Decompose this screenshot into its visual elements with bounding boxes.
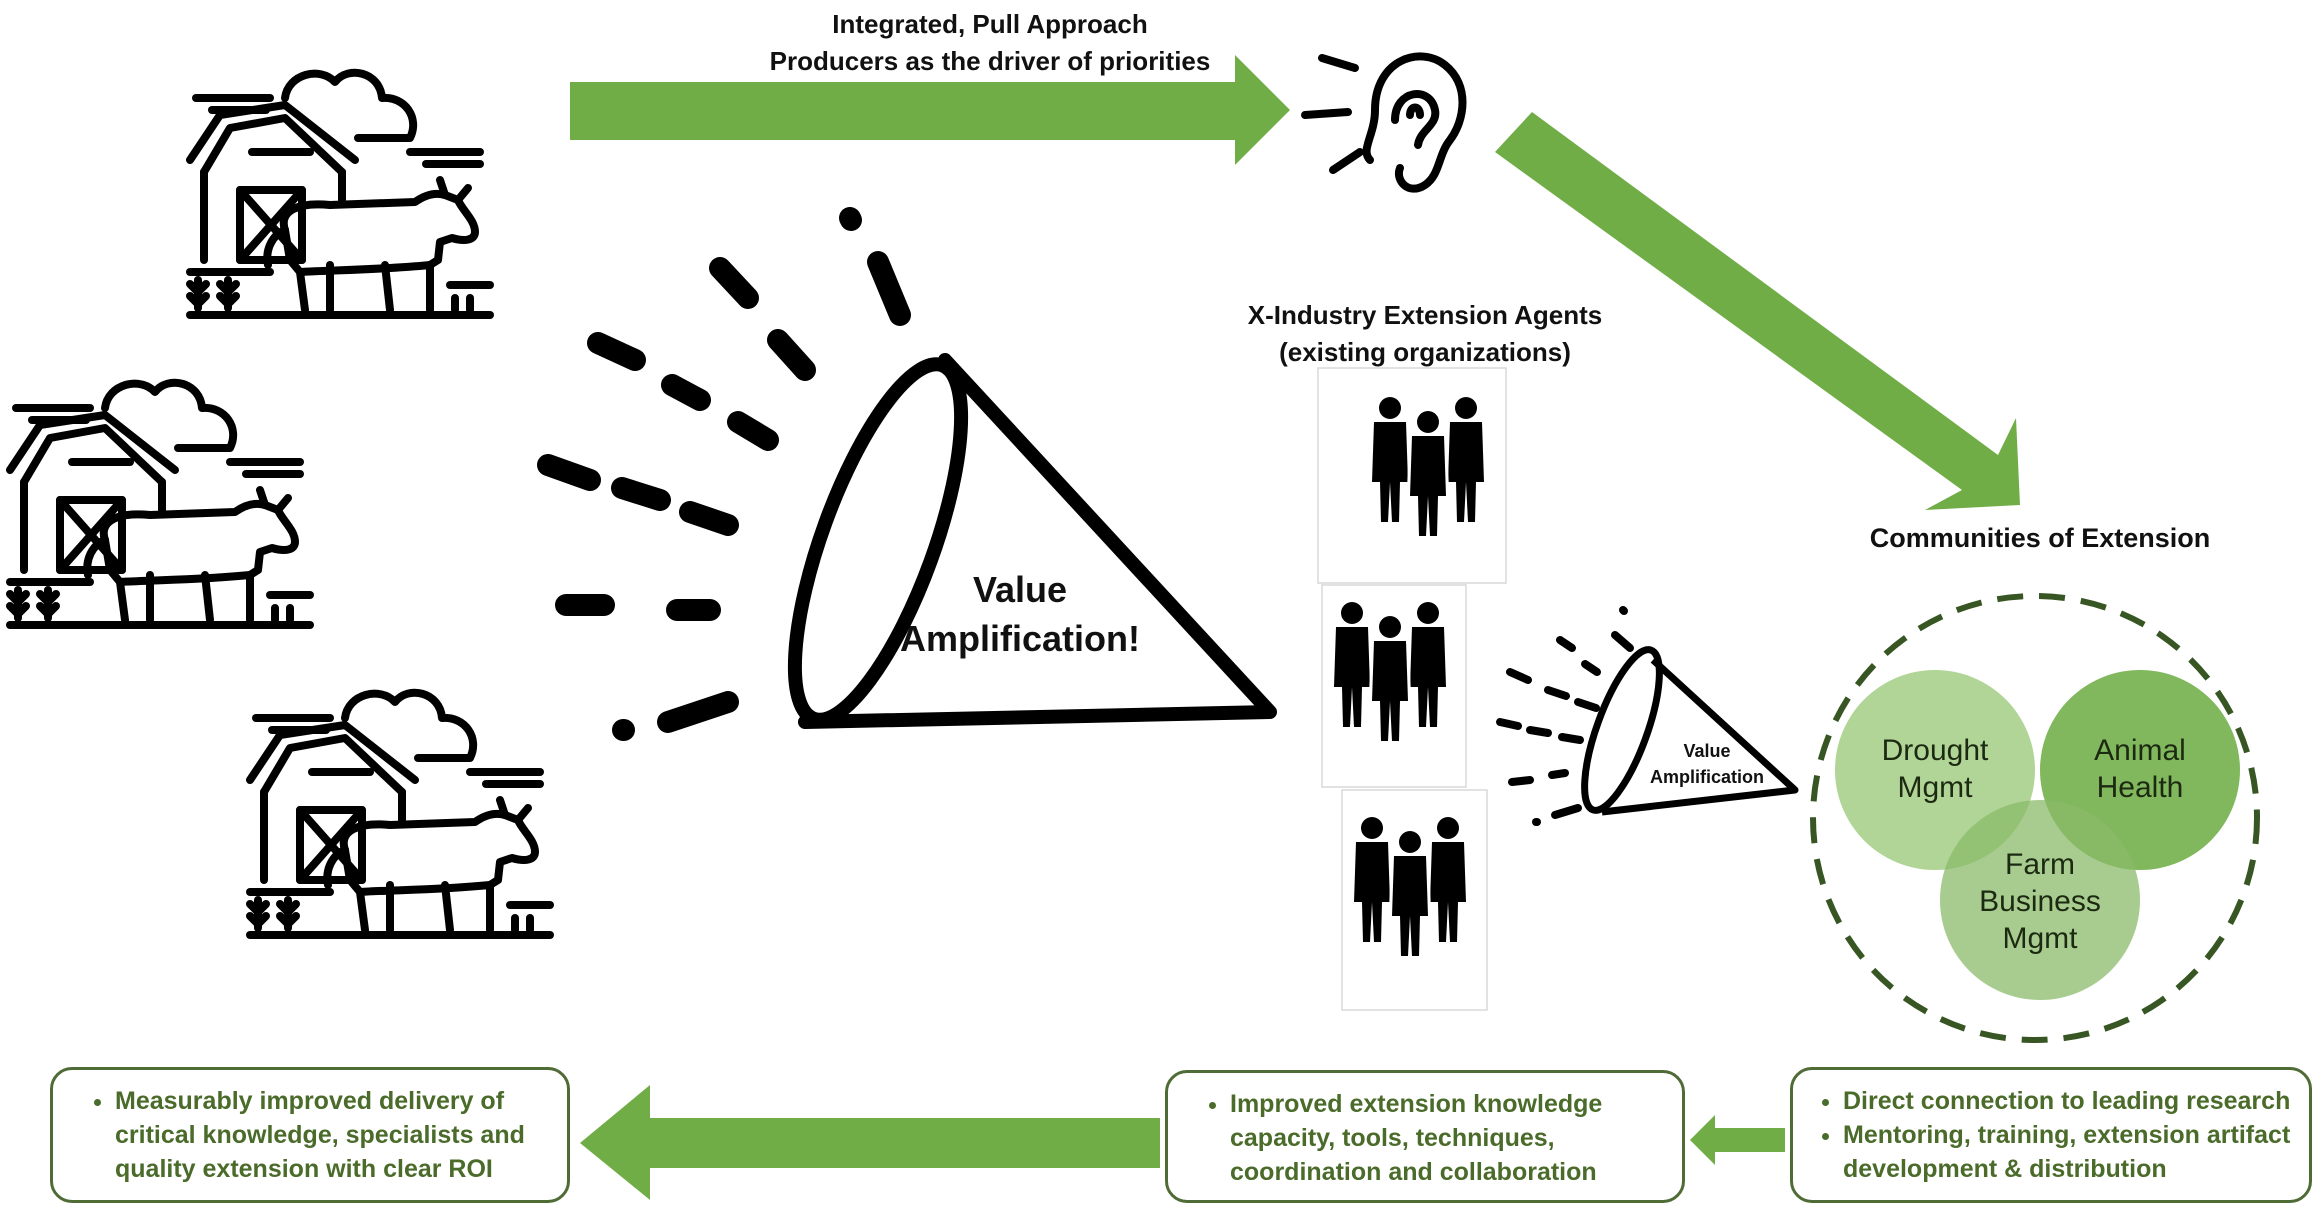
outcome-right-bullet-2: Mentoring, training, extension artifact … <box>1843 1118 2297 1186</box>
outcome-middle-bullet-1: Improved extension knowledge capacity, t… <box>1230 1087 1662 1189</box>
outcome-box-left: Measurably improved delivery of critical… <box>50 1067 570 1203</box>
ear-listening-icon <box>1301 52 1467 193</box>
outcome-box-middle: Improved extension knowledge capacity, t… <box>1165 1070 1685 1203</box>
drought-mgmt-line1: Drought <box>1881 734 1989 767</box>
extension-agents-group-1 <box>1317 367 1507 584</box>
big-megaphone-icon <box>787 353 1277 729</box>
pull-approach-arrow <box>570 55 1290 165</box>
animal-health-line1: Animal <box>2094 734 2186 767</box>
small-megaphone-line1: Value <box>1683 741 1731 761</box>
small-megaphone-label: Value Amplification <box>1622 738 1792 790</box>
farm-icon-bottom <box>250 693 550 935</box>
small-megaphone-line2: Amplification <box>1649 767 1764 787</box>
venn-circles <box>1835 670 2240 1000</box>
farm-business-mgmt-line3: Mgmt <box>2002 922 2078 955</box>
communities-dashed-circle <box>1810 593 2260 1043</box>
communities-title: Communities of Extension <box>1869 523 2211 553</box>
animal-health-label: Animal Health <box>2060 732 2220 806</box>
pull-approach-title: Integrated, Pull Approach Producers as t… <box>700 6 1280 80</box>
big-megaphone-line2: Amplification! <box>900 618 1140 659</box>
to-communities-arrow <box>1495 112 2020 510</box>
extension-agents-title: X-Industry Extension Agents (existing or… <box>1200 297 1650 371</box>
outcome-right-bullet-1: Direct connection to leading research <box>1843 1084 2297 1118</box>
drought-mgmt-line2: Mgmt <box>1897 771 1973 804</box>
farm-icon-top <box>190 73 490 315</box>
animal-health-line2: Health <box>2096 771 2184 804</box>
small-megaphone-sound-lines <box>1496 606 1634 826</box>
extension-agents-group-3 <box>1341 789 1488 1011</box>
drought-mgmt-label: Drought Mgmt <box>1855 732 2015 806</box>
farm-business-mgmt-label: Farm Business Mgmt <box>1960 846 2120 957</box>
outcome-left-bullet-1: Measurably improved delivery of critical… <box>115 1084 547 1186</box>
pull-approach-line1: Integrated, Pull Approach <box>832 9 1148 39</box>
extension-agents-group-2 <box>1321 584 1467 788</box>
small-megaphone-icon <box>1581 646 1799 816</box>
outcome-box-right: Direct connection to leading research Me… <box>1790 1067 2312 1203</box>
farm-business-mgmt-line1: Farm <box>2005 848 2075 881</box>
farm-icon-middle <box>10 383 310 625</box>
circle-farm-business-mgmt <box>1940 800 2140 1000</box>
big-megaphone-label: Value Amplification! <box>880 565 1160 663</box>
big-megaphone-line1: Value <box>972 569 1068 610</box>
pull-approach-line2: Producers as the driver of priorities <box>769 46 1211 76</box>
big-megaphone-sound-lines <box>537 207 911 741</box>
extension-agents-line2: (existing organizations) <box>1279 337 1571 367</box>
extension-agents-line1: X-Industry Extension Agents <box>1247 300 1603 330</box>
farm-business-mgmt-line2: Business <box>1979 885 2101 918</box>
result-arrow-small <box>1690 1115 1785 1165</box>
result-arrow-large <box>580 1085 1160 1200</box>
